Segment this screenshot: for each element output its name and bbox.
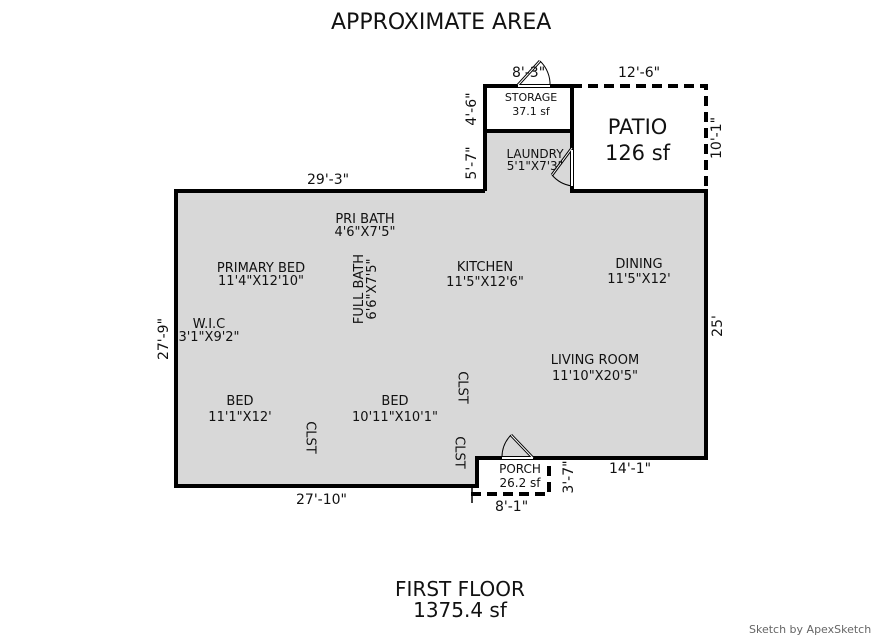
room-kitchen: KITCHEN 11'5"X12'6" xyxy=(440,261,530,289)
room-size: 11'4"X12'10" xyxy=(218,274,304,289)
room-name: BED xyxy=(381,394,409,409)
dim-top-storage: 8'-3" xyxy=(512,65,546,81)
room-storage: STORAGE 37.1 sf xyxy=(496,92,566,117)
room-name: PRI BATH xyxy=(335,212,395,227)
exterior-wall xyxy=(174,189,549,488)
room-name: LIVING ROOM xyxy=(550,353,640,368)
room-closet-3: CLST xyxy=(451,436,467,469)
room-name: BED xyxy=(226,394,254,409)
room-closet-2: CLST xyxy=(454,371,470,404)
room-bed-2: BED 10'11"X10'1" xyxy=(350,395,440,424)
dim-right-patio: 10'-1" xyxy=(709,116,725,159)
room-name: PRIMARY BED xyxy=(216,261,306,276)
room-size: 37.1 sf xyxy=(512,105,550,118)
dim-left-storage: 4'-6" xyxy=(464,92,480,126)
exterior-wall-right xyxy=(483,84,708,460)
room-size: 11'5"X12' xyxy=(607,272,671,287)
dim-top-patio: 12'-6" xyxy=(618,65,661,81)
room-name: DINING xyxy=(615,257,663,272)
room-size: 11'5"X12'6" xyxy=(446,275,524,290)
room-name: STORAGE xyxy=(504,91,558,104)
door-porch xyxy=(501,433,535,460)
room-size: 11'1"X12' xyxy=(208,410,272,425)
porch-area xyxy=(477,458,549,494)
main-floor-area xyxy=(176,131,706,486)
floor-area: 1375.4 sf xyxy=(413,598,507,622)
dim-porch-bottom: 8'-1" xyxy=(495,499,529,515)
room-name: LAUNDRY xyxy=(506,147,564,161)
room-patio: PATIO 126 sf xyxy=(590,114,685,167)
dim-left-main: 27'-9" xyxy=(156,317,172,361)
room-closet-1: CLST xyxy=(302,421,318,454)
room-full-bath: FULL BATH 6'6"X7'5" xyxy=(352,239,380,339)
room-laundry: LAUNDRY 5'1"X7'3" xyxy=(496,148,574,172)
room-dining: DINING 11'5"X12' xyxy=(594,258,684,286)
room-porch: PORCH 26.2 sf xyxy=(488,463,552,489)
door-storage xyxy=(516,59,551,87)
door-laundry xyxy=(550,147,574,187)
room-size: 10'11"X10'1" xyxy=(352,410,438,425)
dim-bottom-main: 27'-10" xyxy=(296,492,347,508)
floor-name: FIRST FLOOR xyxy=(395,577,525,601)
room-size: 126 sf xyxy=(604,141,671,166)
dim-top-main: 29'-3" xyxy=(307,172,350,188)
room-size: 6'6"X7'5" xyxy=(365,258,380,320)
floor-summary: FIRST FLOOR 1375.4 sf xyxy=(360,579,560,621)
dim-bottom-right: 14'-1" xyxy=(609,461,652,477)
room-primary-bed: PRIMARY BED 11'4"X12'10" xyxy=(201,262,321,288)
room-size: 5'1"X7'3" xyxy=(506,159,564,173)
room-name: KITCHEN xyxy=(456,260,514,275)
room-bed-1: BED 11'1"X12' xyxy=(200,395,280,424)
room-living: LIVING ROOM 11'10"X20'5" xyxy=(540,354,650,383)
room-size: 3'1"X9'2" xyxy=(178,330,240,345)
room-name: PATIO xyxy=(607,115,668,139)
page-title: APPROXIMATE AREA xyxy=(331,10,552,35)
porch-outline xyxy=(471,458,551,496)
room-wic: W.I.C 3'1"X9'2" xyxy=(176,318,242,344)
room-size: 26.2 sf xyxy=(499,476,541,490)
credit-text: Sketch by ApexSketch xyxy=(749,623,872,636)
patio-outline xyxy=(572,84,708,191)
room-size: 11'10"X20'5" xyxy=(552,369,638,384)
dim-right-main: 25' xyxy=(710,315,726,337)
room-name: W.I.C xyxy=(192,317,226,332)
room-pri-bath: PRI BATH 4'6"X7'5" xyxy=(320,213,410,239)
room-name: PORCH xyxy=(499,462,541,476)
storage-area xyxy=(485,86,572,131)
room-size: 4'6"X7'5" xyxy=(334,225,396,240)
dim-porch-side: 3'-7" xyxy=(561,460,577,494)
dim-left-laundry: 5'-7" xyxy=(464,146,480,180)
